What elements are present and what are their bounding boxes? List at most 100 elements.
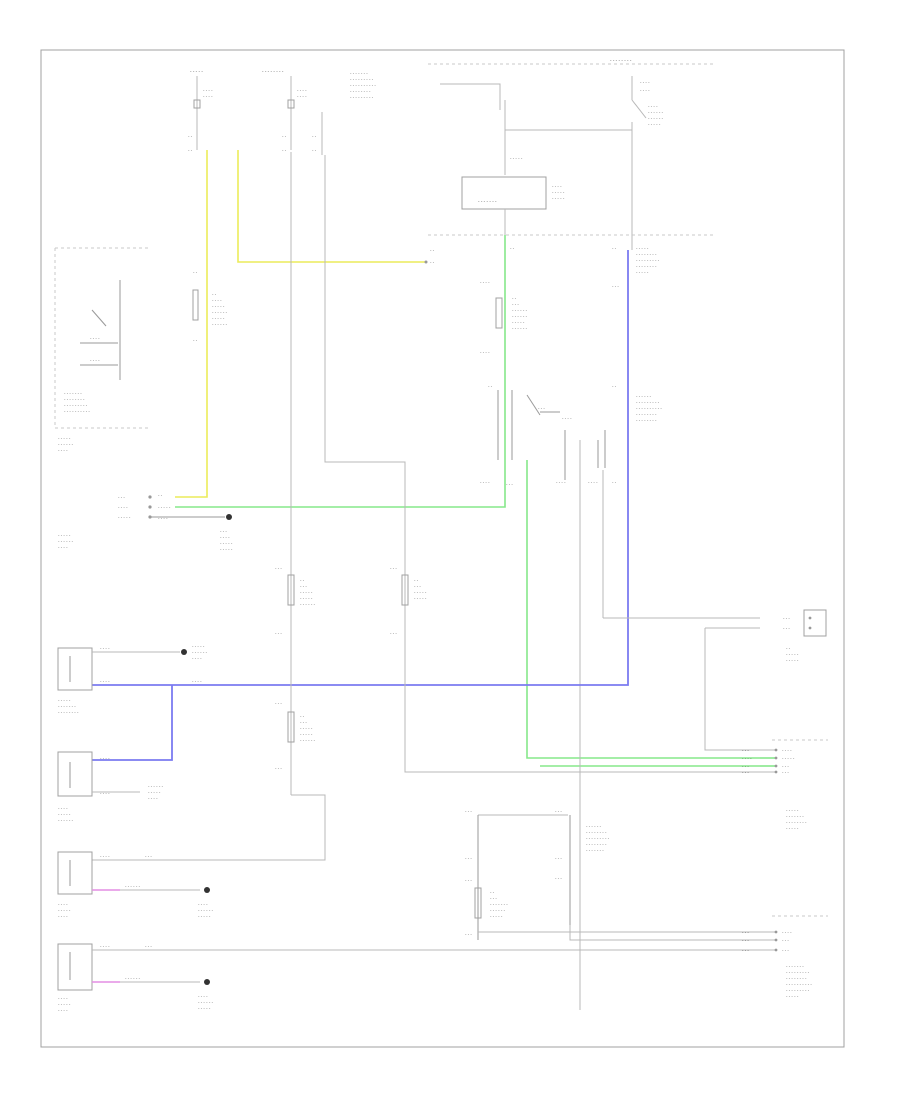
svg-text:- - - -: - - - - (203, 94, 213, 99)
svg-text:- - -: - - - (145, 854, 152, 859)
svg-text:- - - -: - - - - (90, 336, 100, 341)
svg-text:- - - -: - - - - (212, 298, 222, 303)
svg-text:- - - - -: - - - - - (58, 1002, 71, 1007)
svg-text:- - -: - - - (782, 948, 789, 953)
svg-text:- - - -: - - - - (782, 930, 792, 935)
svg-text:- - -: - - - (275, 566, 282, 571)
svg-text:- - - - - - - -: - - - - - - - - (586, 830, 607, 835)
svg-text:- - - - - -: - - - - - - (125, 976, 141, 981)
svg-text:- - - - -: - - - - - (212, 304, 225, 309)
svg-text:- -: - - (188, 134, 193, 139)
svg-text:- - - - - -: - - - - - - (198, 908, 214, 913)
svg-text:- - - - - - - -: - - - - - - - - (786, 820, 807, 825)
svg-text:- - - - - -: - - - - - - (490, 908, 506, 913)
svg-text:- - - - - - - - -: - - - - - - - - - (586, 836, 610, 841)
clutch-switch: - - - - - - - - - - - - - - - - - - - - … (57, 644, 208, 715)
svg-text:- - - -: - - - - (100, 646, 110, 651)
svg-text:- -: - - (612, 384, 617, 389)
svg-text:- - -: - - - (555, 809, 562, 814)
svg-text:- - - -: - - - - (297, 94, 307, 99)
svg-text:- - - - - - - - -: - - - - - - - - - (350, 95, 374, 100)
svg-text:- - -: - - - (783, 616, 790, 621)
svg-text:- - - - - - - - -: - - - - - - - - - (636, 258, 660, 263)
svg-text:- -: - - (510, 246, 515, 251)
svg-text:- - - -: - - - - (552, 184, 562, 189)
diagram-frame (40, 49, 845, 1048)
cruise-control-actuator: - - - - - - - - - - - - - - - - - - - - … (742, 739, 828, 831)
power-source-hot-at-all-times: - - - - - - - - - - - - - - - - - (188, 69, 213, 153)
svg-text:- - - -: - - - - (148, 796, 158, 801)
svg-text:- - - - -: - - - - - (220, 541, 233, 546)
svg-text:- - - - -: - - - - - (786, 658, 799, 663)
svg-text:- - -: - - - (783, 626, 790, 631)
svg-text:- - - - - -: - - - - - - (512, 308, 528, 313)
svg-text:- - -: - - - (414, 584, 421, 589)
svg-text:- - - -: - - - - (158, 516, 168, 521)
underhood-fuse-box-title: - - - - - - - - (610, 58, 632, 63)
svg-text:- - - - -: - - - - - (552, 196, 565, 201)
svg-text:- - - - -: - - - - - (300, 590, 313, 595)
gray-wires-middle (92, 152, 760, 861)
svg-text:- - - -: - - - - (100, 854, 110, 859)
svg-text:- -: - - (612, 246, 617, 251)
svg-text:- - -: - - - (300, 720, 307, 725)
fuse-label-left: - - - - - - - - - - - - - - - - - - - - … (192, 270, 228, 343)
svg-text:- - -: - - - (782, 938, 789, 943)
junction-block-top-label: - - - - - - - - - - - - - - - - - - - - … (350, 71, 376, 100)
svg-text:- - - -: - - - - (297, 88, 307, 93)
yellow-wires: - - - - (175, 150, 435, 498)
svg-text:- - - -: - - - - (58, 806, 68, 811)
svg-text:- - - - - - - -: - - - - - - - - (636, 418, 657, 423)
svg-text:- - - - -: - - - - - (552, 190, 565, 195)
svg-text:- - - -: - - - - (58, 902, 68, 907)
svg-text:- - - - -: - - - - - (158, 505, 171, 510)
ground-1 (226, 514, 232, 520)
svg-text:- - - -: - - - - (100, 791, 110, 796)
svg-text:- - -: - - - (465, 809, 472, 814)
relay-right-contacts: - - - - - - - - - - - - - - - - - (526, 394, 617, 1010)
svg-text:- - - - -: - - - - - (786, 994, 799, 999)
relay-labels-blue: - - - - - - - - - - - - - - - - - - - - … (612, 246, 662, 423)
svg-text:- - - -: - - - - (198, 994, 208, 999)
svg-text:- - - - - - - - - -: - - - - - - - - - - (64, 409, 90, 414)
cruise-control-unit-connector: - - - - - - - - - - - - - - - - - - - - … (58, 493, 233, 552)
svg-text:- - - - - -: - - - - - - (300, 602, 316, 607)
relay-module-wiring: - - - - - - - - - - - - - - - - - - - - … (440, 76, 664, 250)
svg-text:- - - - -: - - - - - (300, 726, 313, 731)
svg-text:- - - - - -: - - - - - - (636, 394, 652, 399)
svg-text:- - - - -: - - - - - (58, 436, 71, 441)
svg-text:- - - -: - - - - (203, 88, 213, 93)
cruise-control-switch: - - - - - - - - - - - - - - - - - - - - … (54, 247, 148, 453)
svg-text:- - - - -: - - - - - (414, 596, 427, 601)
svg-text:- - - - -: - - - - - (148, 790, 161, 795)
svg-text:- - -: - - - (465, 856, 472, 861)
svg-text:- - - - -: - - - - - (190, 69, 203, 74)
svg-text:- - -: - - - (220, 529, 227, 534)
svg-text:- - -: - - - (465, 932, 472, 937)
svg-text:- - - -: - - - - (100, 679, 110, 684)
svg-text:- - - - -: - - - - - (786, 652, 799, 657)
svg-text:- - - -: - - - - (100, 944, 110, 949)
svg-text:- - - -: - - - - (90, 358, 100, 363)
svg-text:- - - - -: - - - - - (118, 515, 131, 520)
svg-text:- - -: - - - (742, 938, 749, 943)
svg-text:- - - - - - - - - -: - - - - - - - - - - (636, 406, 662, 411)
svg-text:- - - -: - - - - (58, 996, 68, 1001)
svg-text:- - - -: - - - - (556, 480, 566, 485)
svg-text:- - - - -: - - - - - (198, 1006, 211, 1011)
svg-text:- - - - - - - - -: - - - - - - - - - (64, 403, 88, 408)
svg-text:- - - - - - - -: - - - - - - - - (58, 710, 79, 715)
svg-text:- - -: - - - (742, 764, 749, 769)
svg-text:- -: - - (193, 270, 198, 275)
svg-text:- - - - - -: - - - - - - (198, 1000, 214, 1005)
svg-text:- - - - - - - -: - - - - - - - - (786, 976, 807, 981)
svg-text:- - -: - - - (742, 770, 749, 775)
svg-text:- - - - -: - - - - - (58, 533, 71, 538)
svg-text:- - - - - -: - - - - - - (212, 322, 228, 327)
svg-text:- - - -: - - - - (192, 656, 202, 661)
svg-text:- - - - - -: - - - - - - (300, 738, 316, 743)
svg-text:- - - - - -: - - - - - - (148, 784, 164, 789)
svg-text:- - - -: - - - - (58, 545, 68, 550)
svg-text:- - - -: - - - - (100, 756, 110, 761)
